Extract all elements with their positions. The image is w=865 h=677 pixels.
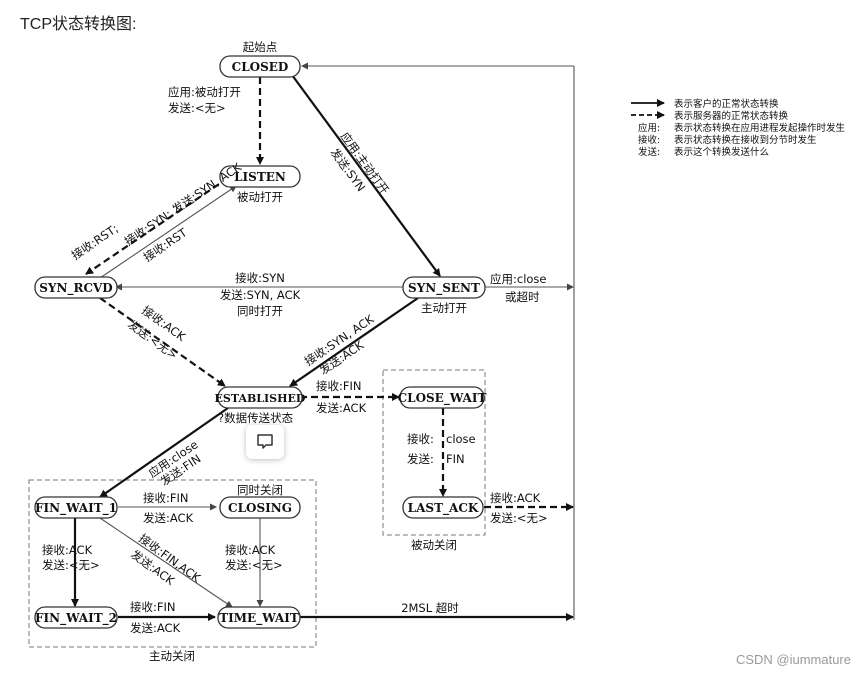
label-passive-close: 被动关闭	[411, 538, 457, 552]
svg-text:TIME_WAIT: TIME_WAIT	[219, 611, 299, 626]
legend-app-prefix: 应用:	[638, 122, 660, 134]
state-syn-rcvd: SYN_RCVD	[34, 276, 118, 299]
legend-client: 表示客户的正常状态转换	[674, 98, 779, 110]
svg-text:LAST_ACK: LAST_ACK	[408, 501, 479, 516]
svg-text:CLOSING: CLOSING	[228, 501, 292, 515]
page-title: TCP状态转换图:	[20, 16, 137, 33]
legend-server: 表示服务器的正常状态转换	[674, 110, 789, 122]
label-simul-send: 发送:SYN, ACK	[220, 288, 301, 302]
label-cw-send: 发送:	[407, 452, 434, 466]
state-syn-sent: SYN_SENT	[402, 276, 486, 299]
label-cw-fin: FIN	[446, 452, 465, 466]
label-active-close: 主动关闭	[149, 649, 195, 663]
passive-close-box	[382, 369, 486, 536]
label-active-open: 主动打开	[421, 301, 467, 315]
label-simul-close: 同时关闭	[237, 483, 283, 497]
label-fw1-recv-fin: 接收:FIN	[143, 491, 188, 505]
arrow-established-finwait1	[99, 407, 229, 498]
label-passive-open-app: 应用:被动打开	[168, 85, 241, 99]
legend-send: 表示这个转换发送什么	[674, 146, 769, 158]
state-time-wait: TIME_WAIT	[217, 606, 301, 629]
svg-text:ESTABLISHED: ESTABLISHED	[215, 392, 306, 405]
label-2msl: 2MSL 超时	[401, 601, 459, 615]
arrow-finwait1-timewait	[99, 517, 233, 608]
arrow-synrcvd-established	[99, 297, 226, 387]
state-fin-wait-2: FIN_WAIT_2	[34, 606, 118, 629]
label-data-transfer: ?数据传送状态	[218, 411, 294, 425]
state-last-ack: LAST_ACK	[402, 496, 484, 519]
label-fw2-recv-fin: 接收:FIN	[130, 600, 175, 614]
label-fw2-send-ack: 发送:ACK	[130, 621, 181, 635]
label-closing-send-none: 发送:<无>	[225, 558, 283, 572]
comment-icon[interactable]	[246, 425, 284, 459]
label-or-timeout: 或超时	[505, 290, 540, 304]
arrow-synrcvd-listen	[99, 185, 237, 279]
svg-text:CLOSED: CLOSED	[232, 60, 289, 74]
label-simul-recv: 接收:SYN	[235, 271, 285, 285]
svg-text:FIN_WAIT_1: FIN_WAIT_1	[35, 501, 117, 516]
label-simul-open: 同时打开	[237, 304, 283, 318]
label-la-send-none: 发送:<无>	[490, 511, 548, 525]
watermark: CSDN @iummature	[735, 652, 851, 667]
label-cw-recv: 接收:	[407, 432, 434, 446]
label-fw1-send-ack: 发送:ACK	[143, 511, 194, 525]
svg-text:SYN_SENT: SYN_SENT	[408, 281, 480, 296]
arrow-listen-synrcvd	[85, 177, 229, 275]
arrow-closed-synsent	[291, 74, 441, 277]
state-established: ESTABLISHED	[215, 386, 306, 409]
label-est-recv-fin: 接收:FIN	[316, 379, 361, 393]
legend-recv: 表示状态转换在接收到分节时发生	[674, 134, 817, 146]
arrow-synsent-established	[289, 297, 419, 387]
state-closed: CLOSED	[219, 55, 301, 78]
label-app-close: 应用:close	[490, 272, 547, 286]
legend-recv-prefix: 接收:	[638, 134, 660, 146]
state-closing: CLOSING	[219, 496, 301, 519]
svg-text:FIN_WAIT_2: FIN_WAIT_2	[35, 611, 117, 626]
svg-text:CLOSE_WAIT: CLOSE_WAIT	[398, 391, 487, 406]
label-fw1-send-none: 发送:<无>	[42, 558, 100, 572]
legend-send-prefix: 发送:	[638, 146, 660, 158]
active-close-box	[28, 479, 317, 648]
state-listen: LISTEN	[219, 165, 301, 188]
label-start-point: 起始点	[243, 40, 278, 54]
label-cw-close: close	[446, 432, 476, 446]
label-passive-open-send: 发送:<无>	[168, 101, 226, 115]
label-passive-open: 被动打开	[237, 190, 283, 204]
label-la-recv-ack: 接收:ACK	[490, 491, 541, 505]
label-fw1-recv-ack: 接收:ACK	[42, 543, 93, 557]
label-recv-rst-1: 接收:RST;	[69, 221, 121, 262]
svg-text:LISTEN: LISTEN	[234, 170, 286, 184]
state-close-wait: CLOSE_WAIT	[398, 386, 487, 409]
svg-text:SYN_RCVD: SYN_RCVD	[39, 281, 112, 296]
state-fin-wait-1: FIN_WAIT_1	[34, 496, 118, 519]
legend-app: 表示状态转换在应用进程发起操作时发生	[674, 122, 846, 134]
legend: 表示客户的正常状态转换 表示服务器的正常状态转换 应用: 表示状态转换在应用进程…	[631, 98, 846, 158]
label-closing-recv-ack: 接收:ACK	[225, 543, 276, 557]
label-est-send-ack: 发送:ACK	[316, 401, 367, 415]
